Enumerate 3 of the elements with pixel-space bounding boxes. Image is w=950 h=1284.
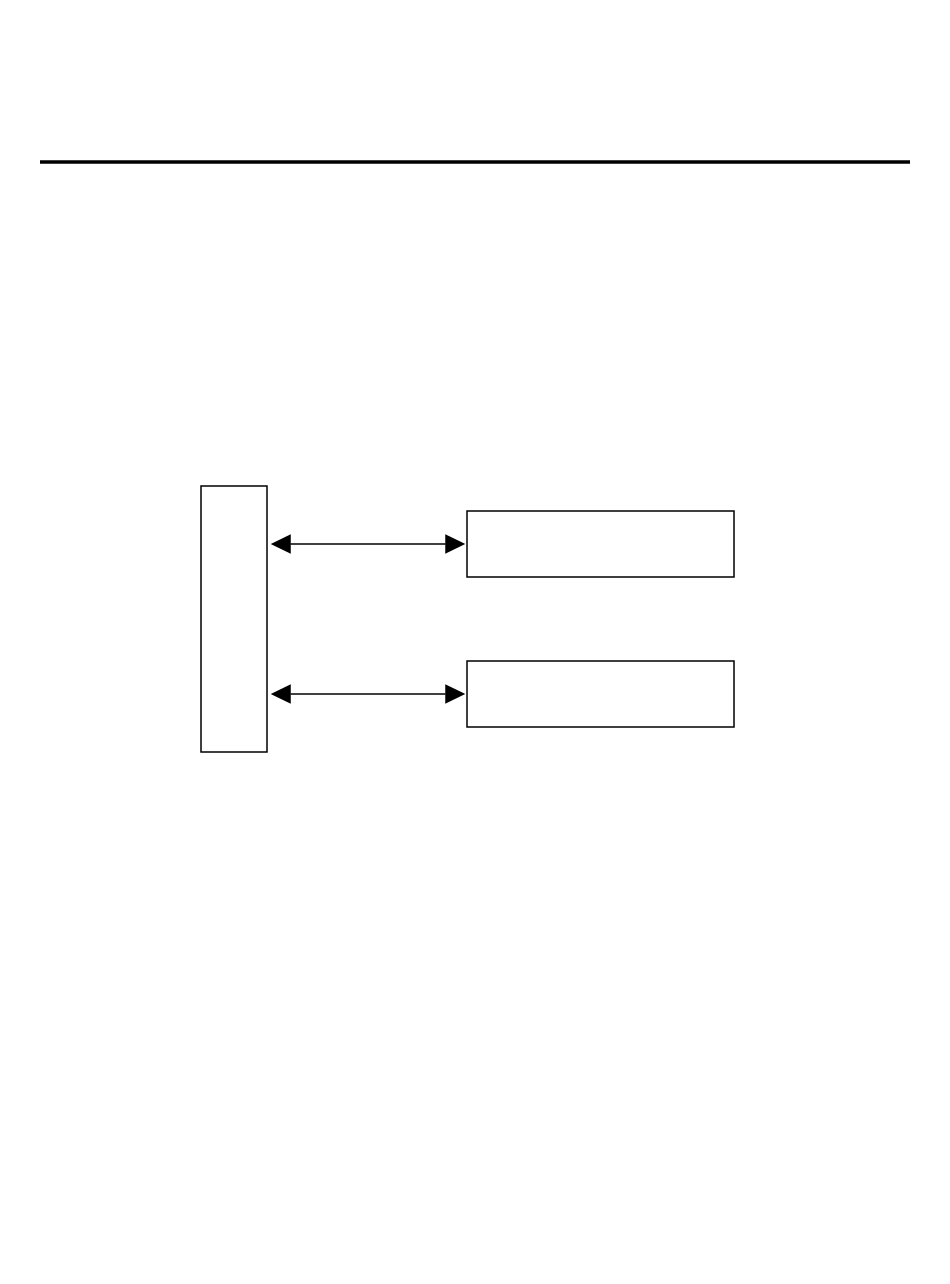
wide-box [466,660,735,728]
wide-box [466,510,735,578]
tall-box [200,485,268,753]
